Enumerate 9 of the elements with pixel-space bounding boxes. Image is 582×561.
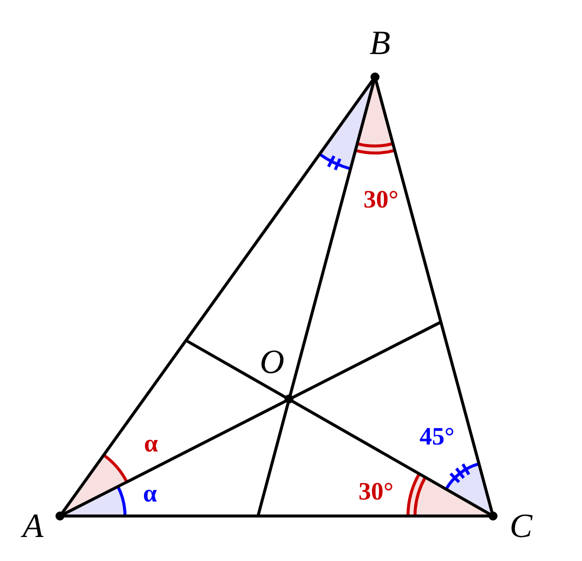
angle-label: 45° xyxy=(420,424,454,450)
point-label: B xyxy=(370,27,390,61)
angle-label: α xyxy=(144,432,158,456)
angle-label: 30° xyxy=(364,188,398,212)
point-label: A xyxy=(22,510,44,544)
angle-label: 30° xyxy=(358,480,394,504)
angle-label: α xyxy=(143,482,157,506)
point-label: O xyxy=(260,346,284,380)
point-label: C xyxy=(510,510,532,544)
